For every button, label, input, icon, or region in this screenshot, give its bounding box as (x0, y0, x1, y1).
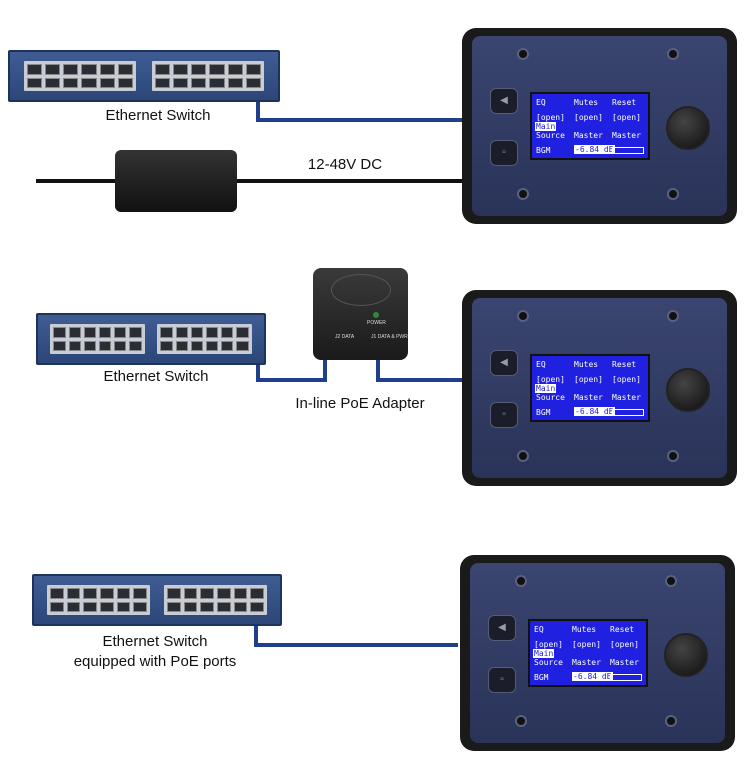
lcd-reset: Reset (612, 98, 637, 107)
lcd-bgm: BGM (536, 408, 551, 417)
lcd-master: Master (574, 131, 603, 140)
back-button[interactable]: ◀ (488, 615, 516, 641)
screw-icon (665, 715, 677, 727)
adapter-lens (331, 274, 391, 306)
lcd-level-bar (610, 674, 642, 681)
ethernet-cable-3 (254, 612, 458, 647)
lcd-open: [open] (612, 375, 641, 384)
lcd-open: [open] (574, 113, 603, 122)
dc-power-supply (115, 150, 237, 212)
lcd-eq: EQ (536, 98, 546, 107)
lcd-bgm: BGM (536, 146, 551, 155)
screw-icon (515, 715, 527, 727)
ethernet-switch (8, 50, 280, 102)
back-button[interactable]: ◀ (490, 88, 518, 114)
lcd-open: [open] (534, 640, 563, 649)
port-j2-text: J2 DATA (335, 334, 355, 340)
lcd-level: -6.84 dB (572, 672, 613, 681)
lcd-reset: Reset (610, 625, 635, 634)
select-button[interactable]: ▫ (488, 667, 516, 693)
lcd-selected: Main (535, 384, 557, 393)
switch-sublabel: equipped with PoE ports (73, 653, 237, 670)
rotary-knob[interactable] (666, 368, 710, 412)
lcd-open: [open] (536, 113, 565, 122)
lcd-selected: Main (535, 122, 557, 131)
lcd-master: Master (612, 131, 641, 140)
screw-icon (665, 575, 677, 587)
lcd-source: Source (534, 658, 563, 667)
screw-icon (517, 450, 529, 462)
lcd-mutes: Mutes (572, 625, 597, 634)
lcd-open: [open] (610, 640, 639, 649)
screw-icon (667, 310, 679, 322)
lcd-screen: EQ Mutes Reset [open] [open] [open] Main… (528, 619, 648, 687)
port-bank (50, 324, 145, 354)
switch-label: Ethernet Switch (103, 368, 209, 385)
lcd-mutes: Mutes (574, 360, 599, 369)
wall-control-panel: ◀ ▫ EQ Mutes Reset [open] [open] [open] … (462, 28, 737, 224)
port-j1-text: J1 DATA & PWR (371, 334, 408, 340)
switch-label: Ethernet Switch (102, 633, 208, 650)
back-button[interactable]: ◀ (490, 350, 518, 376)
screw-icon (517, 310, 529, 322)
lcd-master: Master (610, 658, 639, 667)
select-button[interactable]: ▫ (490, 402, 518, 428)
ethernet-cable-1 (256, 88, 462, 122)
screw-icon (667, 188, 679, 200)
ethernet-switch (32, 574, 282, 626)
ethernet-switch (36, 313, 266, 365)
lcd-level: -6.84 dB (574, 145, 615, 154)
lcd-open: [open] (574, 375, 603, 384)
lcd-master: Master (574, 393, 603, 402)
screw-icon (517, 48, 529, 60)
rotary-knob[interactable] (666, 106, 710, 150)
power-text: POWER (367, 320, 386, 326)
lcd-level: -6.84 dB (574, 407, 615, 416)
screw-icon (667, 48, 679, 60)
lcd-eq: EQ (536, 360, 546, 369)
lcd-reset: Reset (612, 360, 637, 369)
lcd-screen: EQ Mutes Reset [open] [open] [open] Main… (530, 354, 650, 422)
lcd-bgm: BGM (534, 673, 549, 682)
lcd-master: Master (572, 658, 601, 667)
lcd-source: Source (536, 131, 565, 140)
port-bank (23, 61, 137, 91)
port-bank (151, 61, 265, 91)
screw-icon (517, 188, 529, 200)
lcd-mutes: Mutes (574, 98, 599, 107)
lcd-selected: Main (533, 649, 555, 658)
ethernet-cable-2a (256, 345, 327, 382)
lcd-level-bar (612, 409, 644, 416)
wall-control-panel: ◀ ▫ EQ Mutes Reset [open] [open] [open] … (462, 290, 737, 486)
lcd-eq: EQ (534, 625, 544, 634)
screw-icon (667, 450, 679, 462)
lcd-screen: EQ Mutes Reset [open] [open] [open] Main… (530, 92, 650, 160)
power-led-icon (373, 312, 379, 318)
wall-control-panel: ◀ ▫ EQ Mutes Reset [open] [open] [open] … (460, 555, 735, 751)
lcd-master: Master (612, 393, 641, 402)
select-button[interactable]: ▫ (490, 140, 518, 166)
poe-adapter: POWER J2 DATA J1 DATA & PWR (313, 268, 408, 360)
port-bank (164, 585, 267, 615)
lcd-open: [open] (536, 375, 565, 384)
power-label: 12-48V DC (307, 156, 383, 173)
port-bank (47, 585, 150, 615)
rotary-knob[interactable] (664, 633, 708, 677)
lcd-open: [open] (612, 113, 641, 122)
screw-icon (515, 575, 527, 587)
lcd-open: [open] (572, 640, 601, 649)
lcd-source: Source (536, 393, 565, 402)
switch-label: Ethernet Switch (105, 107, 211, 124)
adapter-label: In-line PoE Adapter (295, 395, 425, 412)
port-bank (157, 324, 252, 354)
lcd-level-bar (612, 147, 644, 154)
